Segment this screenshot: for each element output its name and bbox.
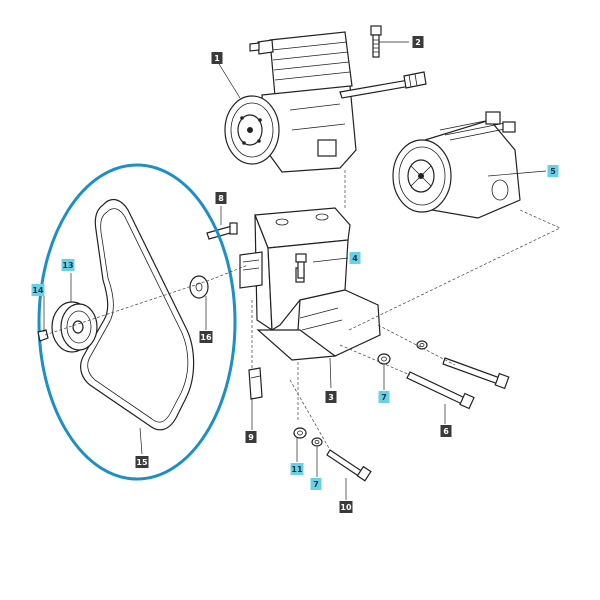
callout-label: 1 <box>214 54 220 63</box>
callout-box <box>378 391 390 403</box>
callout-1: 1 <box>211 52 223 64</box>
callout-label: 5 <box>550 167 556 176</box>
mounting-bracket <box>239 207 381 361</box>
callout-10: 10 <box>339 501 353 513</box>
callout-box <box>325 391 337 403</box>
callout-box <box>440 425 452 437</box>
callout-3: 3 <box>325 391 337 403</box>
callout-14: 14 <box>31 284 45 296</box>
callout-box <box>211 52 223 64</box>
callout-label: 15 <box>136 458 148 467</box>
callout-label: 6 <box>443 427 449 436</box>
callout-8: 8 <box>215 192 227 204</box>
washer-7-lower <box>311 437 323 447</box>
callout-label: 4 <box>352 254 358 263</box>
callout-label: 11 <box>291 465 303 474</box>
leader-lines <box>43 41 547 500</box>
bolt-4 <box>295 253 307 279</box>
belt-kit-highlight-ring <box>37 163 237 481</box>
air-compressor <box>224 31 427 173</box>
long-bolt-6 <box>406 371 475 410</box>
callout-box <box>215 192 227 204</box>
callout-13: 13 <box>61 259 75 271</box>
callout-15: 15 <box>135 456 149 468</box>
screw-8 <box>206 222 238 240</box>
callout-6: 6 <box>440 425 452 437</box>
callout-label: 10 <box>340 503 352 512</box>
callout-box <box>135 456 149 468</box>
callout-box <box>199 331 213 343</box>
washer-16 <box>189 275 209 299</box>
callout-2: 2 <box>412 36 424 48</box>
ac-compressor <box>392 111 521 219</box>
callout-4: 4 <box>349 252 361 264</box>
washer-11 <box>293 427 307 439</box>
callout-label: 7 <box>381 393 387 402</box>
callout-box <box>61 259 75 271</box>
callout-label: 2 <box>415 38 421 47</box>
callout-box <box>547 165 559 177</box>
bolt-2 <box>370 25 382 58</box>
callout-7: 7 <box>378 391 390 403</box>
callout-9: 9 <box>245 431 257 443</box>
callout-label: 9 <box>248 433 254 442</box>
callout-5: 5 <box>547 165 559 177</box>
callout-box <box>412 36 424 48</box>
callout-7: 7 <box>310 478 322 490</box>
callout-label: 8 <box>218 194 224 203</box>
callout-box <box>310 478 322 490</box>
spacer-block <box>248 367 263 400</box>
long-bolt-upper <box>442 357 510 390</box>
callout-box <box>349 252 361 264</box>
bolt-10 <box>326 449 372 482</box>
callout-box <box>339 501 353 513</box>
nut-14 <box>37 329 49 342</box>
callout-label: 14 <box>32 286 44 295</box>
callout-label: 13 <box>62 261 73 270</box>
callout-label: 3 <box>328 393 334 402</box>
washer-upper <box>416 340 428 350</box>
callout-box <box>245 431 257 443</box>
callout-box <box>31 284 45 296</box>
v-belt <box>80 198 195 431</box>
callout-box <box>290 463 304 475</box>
callout-16: 16 <box>199 331 213 343</box>
idler-pulley <box>51 301 98 353</box>
callout-label: 7 <box>313 480 319 489</box>
washer-7-upper <box>377 353 391 365</box>
assembly-lines <box>44 170 561 451</box>
callout-label: 16 <box>200 333 212 342</box>
callouts: 1 2 3 4 5 6 7 7 8 9 10 11 13 14 15 16 <box>31 36 559 513</box>
callout-11: 11 <box>290 463 304 475</box>
